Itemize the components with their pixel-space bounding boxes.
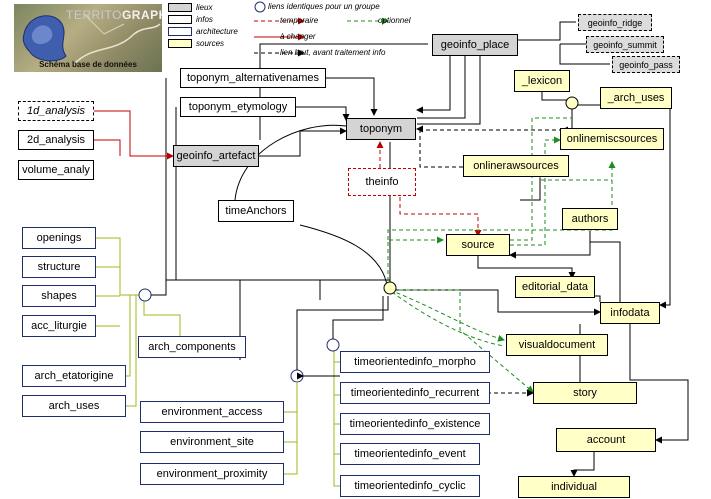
node-toponym-alternativenames[interactable]: toponym_alternativenames [180, 68, 326, 88]
node-theinfo[interactable]: theinfo [348, 168, 416, 196]
node-2d-analysis[interactable]: 2d_analysis [18, 130, 94, 150]
node-account[interactable]: account [556, 428, 656, 452]
node-timeorientedinfo-existence[interactable]: timeorientedinfo_existence [340, 413, 490, 435]
territographie-logo: TERRITOGRAPHIE Schéma base de données [14, 4, 162, 72]
logo-map-icon [22, 13, 161, 65]
legend-swatch-sources [168, 39, 192, 48]
node-geoinfo-place[interactable]: geoinfo_place [432, 34, 518, 56]
node-environment-proximity[interactable]: environment_proximity [140, 463, 284, 485]
logo-subtitle: Schéma base de données [39, 60, 137, 69]
node-timeanchors[interactable]: timeAnchors [218, 200, 294, 222]
node-geoinfo-artefact[interactable]: geoinfo_artefact [173, 145, 259, 167]
node-timeorientedinfo-cyclic[interactable]: timeorientedinfo_cyclic [340, 475, 480, 497]
node-shapes[interactable]: shapes [22, 285, 96, 307]
node-acc-liturgie[interactable]: acc_liturgie [22, 315, 96, 337]
node-individual[interactable]: individual [518, 476, 630, 498]
node-onlinemiscsources[interactable]: onlinemiscsources [560, 128, 664, 150]
legend-label-liens-identiques: liens identiques pour un groupe [268, 2, 380, 11]
node-1d-analysis[interactable]: 1d_analysis [18, 101, 94, 121]
legend-label-sources: sources [196, 39, 225, 48]
legend-label-lieux: lieux [196, 3, 213, 12]
node-onlinerawsources[interactable]: onlinerawsources [463, 155, 569, 177]
node-lexicon[interactable]: _lexicon [514, 70, 570, 92]
node-toponym-etymology[interactable]: toponym_etymology [180, 97, 296, 117]
legend-label-architecture: architecture [196, 27, 238, 36]
node-editorial-data[interactable]: editorial_data [515, 276, 595, 298]
legend-swatch-architecture [168, 27, 192, 36]
node-toponym[interactable]: toponym [346, 118, 416, 140]
node-visualdocument[interactable]: visualdocument [506, 334, 608, 356]
node-environment-site[interactable]: environment_site [140, 431, 284, 453]
legend-label-a-changer: à changer [280, 32, 316, 41]
legend-label-infos: infos [196, 15, 213, 24]
legend-label-optionnel: optionnel [378, 16, 411, 25]
legend-swatch-infos [168, 15, 192, 24]
node-story[interactable]: story [533, 382, 637, 404]
node-arch-etatorigine[interactable]: arch_etatorigine [22, 365, 126, 387]
legend-swatch-lieux [168, 3, 192, 12]
node-structure[interactable]: structure [22, 256, 96, 278]
logo-title: TERRITOGRAPHIE [66, 8, 162, 22]
node-openings[interactable]: openings [22, 227, 96, 249]
node-authors[interactable]: authors [562, 208, 618, 230]
legend-label-lien-brut: lien brut, avant traitement info [280, 48, 386, 57]
node-arch-components[interactable]: arch_components [138, 336, 246, 358]
node-timeorientedinfo-recurrent[interactable]: timeorientedinfo_recurrent [340, 382, 490, 404]
node-arch-uses-top[interactable]: _arch_uses [600, 87, 672, 109]
node-geoinfo-pass[interactable]: geoinfo_pass [612, 56, 680, 73]
node-arch-uses[interactable]: arch_uses [22, 395, 126, 417]
node-geoinfo-ridge[interactable]: geoinfo_ridge [578, 14, 652, 31]
node-source[interactable]: source [446, 234, 510, 256]
node-infodata[interactable]: infodata [600, 302, 660, 324]
node-timeorientedinfo-event[interactable]: timeorientedinfo_event [340, 443, 480, 465]
legend-label-temporaire: temporaire [280, 16, 319, 25]
node-environment-access[interactable]: environment_access [140, 401, 284, 423]
node-geoinfo-summit[interactable]: geoinfo_summit [586, 36, 664, 53]
node-volume-analy[interactable]: volume_analy [18, 160, 94, 180]
node-timeorientedinfo-morpho[interactable]: timeorientedinfo_morpho [340, 351, 490, 373]
